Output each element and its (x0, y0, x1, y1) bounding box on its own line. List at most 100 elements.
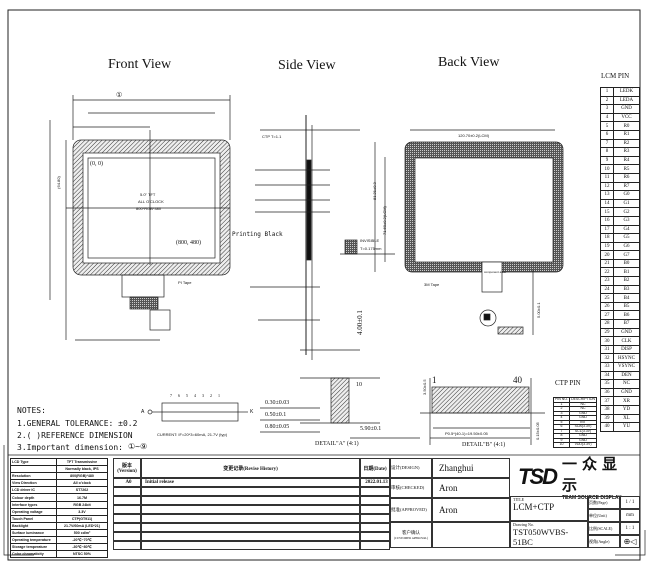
spec-value: Normally black, IPS (56, 465, 108, 474)
pin-name: GND (613, 327, 640, 338)
pin-name: GND (613, 387, 640, 398)
drawing-no-cell: Drawing No. TST050WVBS-51BC (510, 521, 588, 548)
pin-number: 10 (552, 442, 571, 448)
detail-b-last-pin: 40 (513, 375, 522, 385)
pin-number: 31 (600, 344, 614, 355)
pin-name: XL (613, 413, 640, 424)
pin-name: HSYNC (613, 353, 640, 363)
invisible-thickness: T=0.175mm (360, 246, 382, 251)
spec-value: 21.7V/60mA (LED*21) (56, 521, 108, 530)
pin-number: 6 (600, 129, 614, 140)
design-label: 设计(DESIGN) (390, 458, 432, 478)
spec-label: LCD driver IC (10, 486, 57, 495)
pin-number: 13 (600, 190, 614, 200)
customer-approval-label: 客户确认 (402, 530, 420, 535)
detail-a-pin-count: 10 (356, 382, 362, 388)
spec-label: Operating voltage (10, 507, 57, 516)
spec-value: 16.7M (56, 493, 108, 502)
revision-date (360, 541, 390, 550)
pin-number: 10 (600, 164, 614, 174)
pin-number: 4 (600, 112, 614, 123)
pin-number: 3 (600, 104, 614, 114)
pin-number: 11 (600, 172, 614, 183)
pin-number: 14 (600, 198, 614, 209)
revision-date: 2022.01.13 (360, 478, 390, 487)
revision-version (113, 514, 141, 523)
pin-number: 22 (600, 267, 614, 278)
spec-label: Operating temperature (10, 536, 57, 545)
detail-a-label: DETAIL"A" (4:1) (315, 441, 359, 447)
customer-approval-sub: (CUSTOMER APPROVAL) (393, 536, 429, 540)
pin-name: B7 (613, 319, 640, 329)
spec-label: Interface types (10, 500, 57, 509)
pin-name: VCC (613, 112, 640, 123)
total-thickness: 4.00±0.1 (356, 310, 364, 335)
revision-version (113, 505, 141, 514)
ctp-header-row: PIN NO.DESCRIPTION (552, 397, 597, 403)
pin-name: DISP (613, 344, 640, 355)
date-header: 日期(Date) (360, 458, 390, 478)
pin-name: R3 (613, 147, 640, 157)
front-view-outline (49, 95, 231, 341)
ctp-header: DESCRIPTION (569, 397, 597, 403)
pin-number: 39 (600, 413, 614, 424)
revision-description (141, 532, 360, 541)
approved-label: 批准(APPROVED) (390, 498, 432, 522)
front-view-title: Front View (108, 57, 172, 72)
detail-b-first-pin: 1 (432, 375, 437, 385)
back-view-title: Back View (438, 55, 500, 70)
detail-a-dim3: 0.80±0.05 (265, 424, 290, 430)
detail-a-dim2: 0.50±0.1 (265, 412, 287, 418)
view-direction: ALL O'CLOCK (138, 199, 164, 204)
pin-number: 37 (600, 396, 614, 406)
dimension-height: (64.80) (55, 176, 61, 189)
customer-approval-box (432, 522, 510, 548)
pin-name: G4 (613, 224, 640, 235)
component-area-label: component area (484, 270, 506, 274)
spec-value: -30℃~80℃ (56, 543, 108, 552)
panel-size: 5.0" TFT (140, 192, 156, 197)
spec-label: View Direction (10, 479, 57, 488)
pin-name: B2 (613, 276, 640, 286)
pin-name: B0 (613, 258, 640, 269)
checked-label: 审核(CHECKED) (390, 478, 432, 498)
led-number: 5 (186, 393, 188, 398)
pin-number: 16 (600, 215, 614, 226)
pin-name: XR (613, 396, 640, 406)
revision-version (113, 487, 141, 496)
pin-name: G6 (613, 241, 640, 252)
detail-b-pitch: P0.5*(40-1)=19.50±0.05 (445, 431, 488, 436)
pin-name: VDD(3.3V) (569, 442, 597, 448)
pin-name: GND (613, 104, 640, 114)
pin-number: 33 (600, 362, 614, 372)
pin-number: 7 (600, 138, 614, 149)
revision-date (360, 487, 390, 496)
spec-row: Normally black, IPS (10, 465, 108, 474)
back-height-dim-total: 81.21±0.3 (372, 182, 377, 200)
designer-name: Zhanghui (432, 458, 510, 478)
revision-description (141, 505, 360, 514)
revision-version (113, 523, 141, 532)
pin-number: 9 (600, 155, 614, 166)
spec-value: All o'clock (56, 479, 108, 488)
